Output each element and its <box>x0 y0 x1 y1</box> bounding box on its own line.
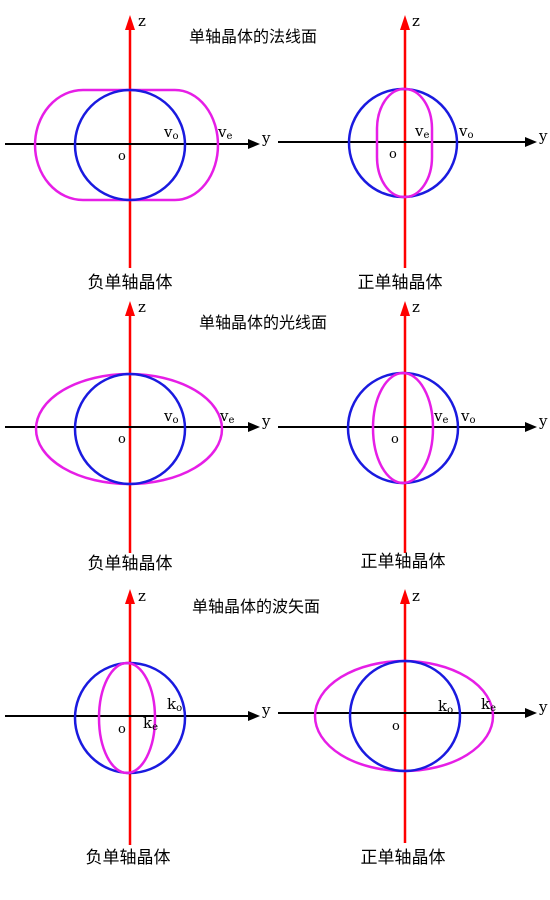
y-axis-label: y <box>538 127 548 145</box>
y-axis-arrowhead <box>248 711 260 721</box>
y-axis-label: y <box>261 129 271 147</box>
z-axis-label: z <box>138 298 146 316</box>
z-axis-arrowhead <box>125 301 135 316</box>
z-axis-arrowhead <box>400 589 410 604</box>
outer-wavevector-label: ke <box>481 695 496 714</box>
panel-normal-positive: z y o ve vo 正单轴晶体 <box>278 12 548 293</box>
panel-ray-negative: z y o vo ve 负单轴晶体 <box>5 298 271 574</box>
ordinary-sphere <box>348 659 462 773</box>
z-axis-arrowhead <box>125 589 135 604</box>
inner-velocity-label: ve <box>414 122 429 141</box>
extraordinary-wavevector-surface <box>97 661 157 775</box>
panel-caption: 负单轴晶体 <box>88 554 173 574</box>
origin-label: o <box>392 719 400 734</box>
y-axis-arrowhead <box>525 708 537 718</box>
y-axis-arrowhead <box>525 422 537 432</box>
origin-label: o <box>118 149 126 164</box>
section-title-ray-surface: 单轴晶体的光线面 <box>199 313 327 332</box>
outer-velocity-label: ve <box>219 407 234 426</box>
panel-ray-positive: z y o ve vo 正单轴晶体 <box>278 298 548 572</box>
y-axis-arrowhead <box>248 139 260 149</box>
panel-wavevector-positive: z y o ko ke 正单轴晶体 <box>278 587 548 868</box>
origin-label: o <box>118 722 126 737</box>
z-axis-arrowhead <box>400 301 410 316</box>
inner-velocity-label: ve <box>433 407 448 426</box>
y-axis-label: y <box>261 701 271 719</box>
y-axis-label: y <box>538 412 548 430</box>
panel-caption: 负单轴晶体 <box>86 848 171 868</box>
outer-velocity-label: vo <box>460 407 476 426</box>
z-axis-label: z <box>412 12 420 30</box>
inner-wavevector-label: ke <box>143 714 158 733</box>
panel-caption: 正单轴晶体 <box>361 552 446 572</box>
panel-caption: 正单轴晶体 <box>358 273 443 293</box>
origin-label: o <box>391 432 399 447</box>
inner-wavevector-label: ko <box>438 697 453 716</box>
outer-velocity-label: ve <box>217 123 232 142</box>
origin-label: o <box>118 432 126 447</box>
inner-velocity-label: vo <box>163 123 179 142</box>
section-title-normal-surface: 单轴晶体的法线面 <box>189 27 317 46</box>
section-title-wavevector-surface: 单轴晶体的波矢面 <box>192 597 320 616</box>
extraordinary-normal-surface <box>375 87 434 199</box>
ordinary-sphere <box>73 372 187 486</box>
panel-caption: 正单轴晶体 <box>361 848 446 868</box>
y-axis-arrowhead <box>525 137 537 147</box>
ordinary-sphere <box>73 88 187 202</box>
y-axis-label: y <box>261 412 271 430</box>
z-axis-label: z <box>138 12 146 30</box>
y-axis-arrowhead <box>248 422 260 432</box>
z-axis-label: z <box>412 298 420 316</box>
z-axis-arrowhead <box>400 15 410 30</box>
z-axis-arrowhead <box>125 15 135 30</box>
panel-wavevector-negative: z y o ke ko 负单轴晶体 <box>5 587 271 868</box>
outer-wavevector-label: ko <box>167 695 182 714</box>
inner-velocity-label: vo <box>163 407 179 426</box>
z-axis-label: z <box>138 587 146 605</box>
outer-velocity-label: vo <box>458 122 474 141</box>
extraordinary-normal-surface <box>33 88 220 202</box>
panel-normal-negative: z y o vo ve 负单轴晶体 <box>5 12 271 293</box>
y-axis-label: y <box>538 698 548 716</box>
panel-caption: 负单轴晶体 <box>88 273 173 293</box>
z-axis-label: z <box>412 587 420 605</box>
origin-label: o <box>389 147 397 162</box>
extraordinary-ray-surface <box>371 371 435 485</box>
